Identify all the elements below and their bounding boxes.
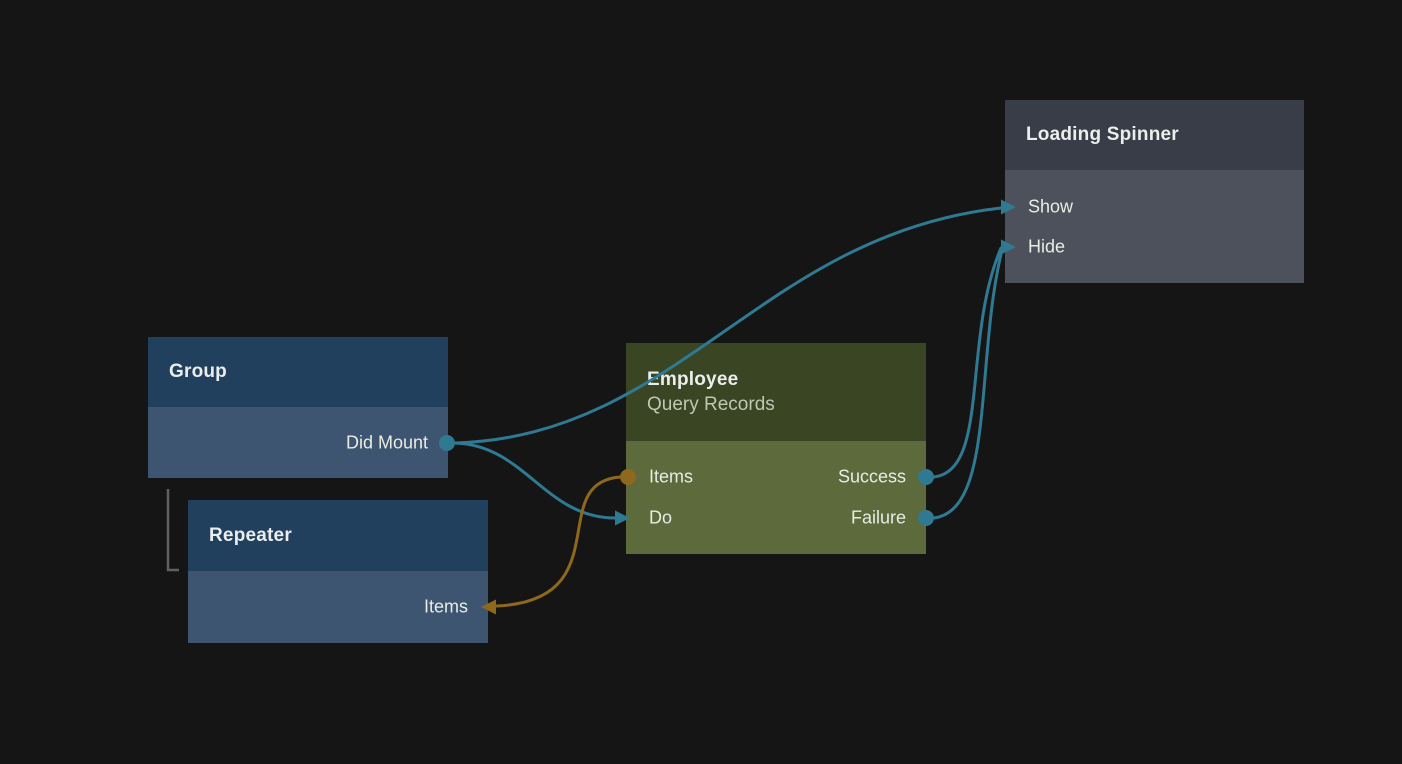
node-loading-spinner-header[interactable]: Loading Spinner: [1005, 100, 1304, 170]
port-employee-do[interactable]: Do: [649, 507, 673, 528]
port-loading-spinner-show[interactable]: Show: [1028, 196, 1074, 217]
port-group-did-mount[interactable]: Did Mount: [345, 432, 428, 453]
wire-employee-success-to-spinner-hide[interactable]: [932, 246, 1003, 479]
node-group-body[interactable]: Did Mount: [148, 407, 448, 478]
port-employee-failure[interactable]: Failure: [850, 507, 906, 528]
port-employee-success[interactable]: Success: [837, 466, 906, 487]
node-group-title: Group: [169, 361, 227, 382]
employee-do-arrow[interactable]: [615, 510, 630, 526]
port-loading-spinner-hide[interactable]: Hide: [1028, 236, 1066, 257]
employee-items-dot[interactable]: [620, 469, 636, 485]
wire-group-didmount-to-employee-do[interactable]: [453, 441, 617, 520]
repeater-items-arrow[interactable]: [481, 599, 496, 615]
wire-group-didmount-to-spinner-show[interactable]: [453, 206, 1003, 445]
wire-employee-failure-to-spinner-hide[interactable]: [932, 248, 1004, 520]
node-repeater-title: Repeater: [209, 524, 292, 546]
node-repeater-header[interactable]: Repeater: [188, 500, 488, 571]
node-employee-subtitle: Query Records: [647, 393, 775, 415]
node-employee-title: Employee: [647, 368, 739, 390]
spinner-hide-arrow[interactable]: [1001, 239, 1016, 255]
node-repeater-body[interactable]: Items: [188, 571, 488, 643]
group-didmount-dot[interactable]: [439, 435, 455, 451]
node-loading-spinner-title: Loading Spinner: [1026, 124, 1179, 145]
port-repeater-items[interactable]: Items: [423, 596, 468, 617]
wire-employee-items-to-repeater-items[interactable]: [495, 475, 622, 608]
node-group-header[interactable]: Group: [148, 337, 448, 407]
group-repeater-hierarchy-line: [166, 489, 179, 572]
port-employee-items[interactable]: Items: [649, 466, 694, 487]
spinner-show-arrow[interactable]: [1001, 199, 1016, 215]
employee-success-dot[interactable]: [918, 469, 934, 485]
employee-failure-dot[interactable]: [918, 510, 934, 526]
